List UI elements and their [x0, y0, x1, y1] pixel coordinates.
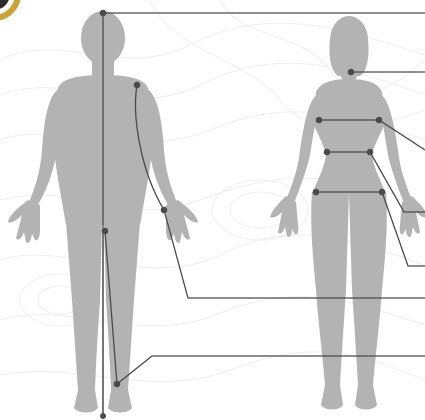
female-hips-left-marker [313, 189, 320, 196]
male-head-marker [100, 10, 107, 17]
female-hips-right-marker [379, 189, 386, 196]
female-neck-marker [348, 69, 355, 76]
female-figure [270, 16, 425, 410]
male-shoulder-marker [134, 82, 141, 89]
female-chest-left-marker [316, 117, 323, 124]
male-wrist-marker [161, 207, 168, 214]
male-foot-marker [100, 413, 106, 419]
male-inseam-leader [117, 356, 425, 384]
female-waist-left-marker [324, 149, 331, 156]
female-chest-right-marker [376, 117, 383, 124]
corner-logo [0, 0, 18, 18]
male-ankle-marker [114, 381, 121, 388]
female-waist-right-marker [367, 149, 374, 156]
male-crotch-marker [102, 228, 109, 235]
